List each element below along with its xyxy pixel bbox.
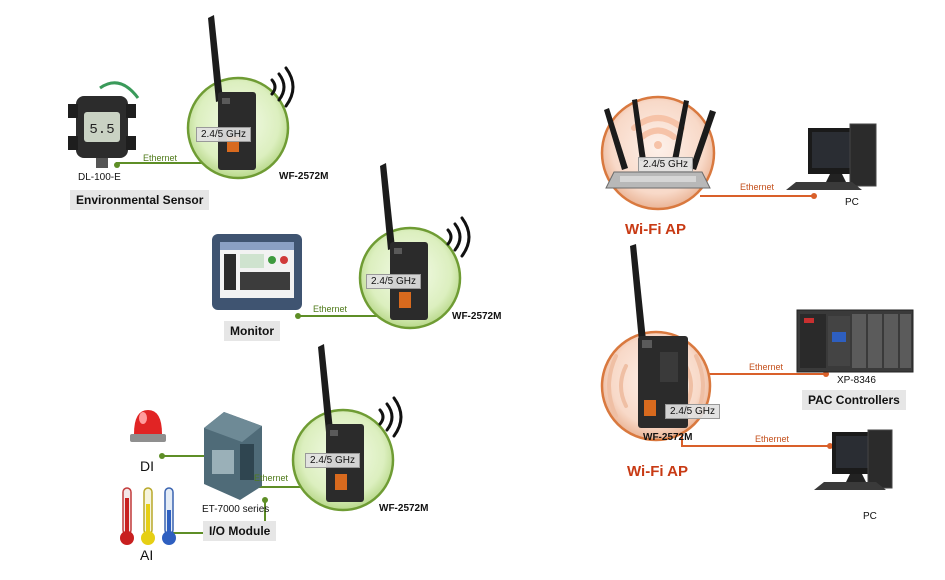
wireless-signal-icon (378, 396, 403, 438)
band-label-ap: 2.4/5 GHz (638, 157, 694, 172)
ethernet-label-sensor: Ethernet (143, 153, 178, 163)
model-label-ap-gateway: WF-2572M (643, 432, 693, 443)
antenna-icon (380, 163, 395, 250)
sensor-display-value: 5.5 (89, 122, 114, 138)
dl100e-label: DL-100-E (78, 172, 121, 183)
ai-label: AI (140, 547, 154, 563)
antenna-icon (318, 344, 333, 432)
di-label: DI (140, 458, 154, 474)
io-module-label: I/O Module (203, 521, 277, 541)
pc-label-bottom: PC (863, 511, 877, 522)
ethernet-label-pc2: Ethernet (755, 434, 790, 444)
wifi-ap-router (600, 95, 716, 211)
wireless-signal-icon (270, 66, 295, 108)
band-label-gateway3: 2.4/5 GHz (305, 453, 361, 468)
ethernet-label-pac: Ethernet (749, 362, 784, 372)
alarm-light-icon (130, 410, 166, 442)
pc-icon (814, 429, 893, 490)
pc-label-top: PC (845, 197, 859, 208)
antenna-icon (208, 15, 223, 102)
model-label-gateway1: WF-2572M (279, 171, 329, 182)
gateway-wf2572m-1 (186, 15, 295, 180)
pc-icon (786, 123, 877, 190)
band-label-ap-gateway: 2.4/5 GHz (665, 404, 721, 419)
ethernet-label-io: Ethernet (254, 473, 289, 483)
wifi-ap-label-top: Wi-Fi AP (625, 221, 686, 238)
antenna-icon (604, 108, 628, 170)
monitor-label: Monitor (224, 321, 280, 341)
et7000-io-module (204, 412, 262, 500)
model-label-gateway2: WF-2572M (452, 311, 502, 322)
thermometer-icon (120, 487, 176, 545)
environmental-sensor-label: Environmental Sensor (70, 190, 210, 210)
ethernet-label-ap-pc: Ethernet (740, 182, 775, 192)
et7000-label: ET-7000 series (202, 504, 270, 515)
band-label-gateway2: 2.4/5 GHz (366, 274, 422, 289)
wifi-ap-label-bottom: Wi-Fi AP (627, 463, 688, 480)
band-label-gateway1: 2.4/5 GHz (196, 127, 252, 142)
pac-controller (796, 309, 914, 373)
ethernet-label-monitor: Ethernet (313, 304, 348, 314)
dl100e-sensor: 5.5 (68, 81, 140, 168)
gateway-wf2572m-2 (358, 163, 471, 330)
monitor-device (212, 234, 302, 310)
gateway-wf2572m-3 (291, 344, 403, 512)
link-ap-pc (700, 193, 817, 199)
wireless-signal-icon (446, 216, 471, 258)
pac-controllers-label: PAC Controllers (802, 390, 906, 410)
antenna-icon (630, 244, 646, 342)
xp8346-label: XP-8346 (837, 375, 876, 386)
model-label-gateway3: WF-2572M (379, 503, 429, 514)
